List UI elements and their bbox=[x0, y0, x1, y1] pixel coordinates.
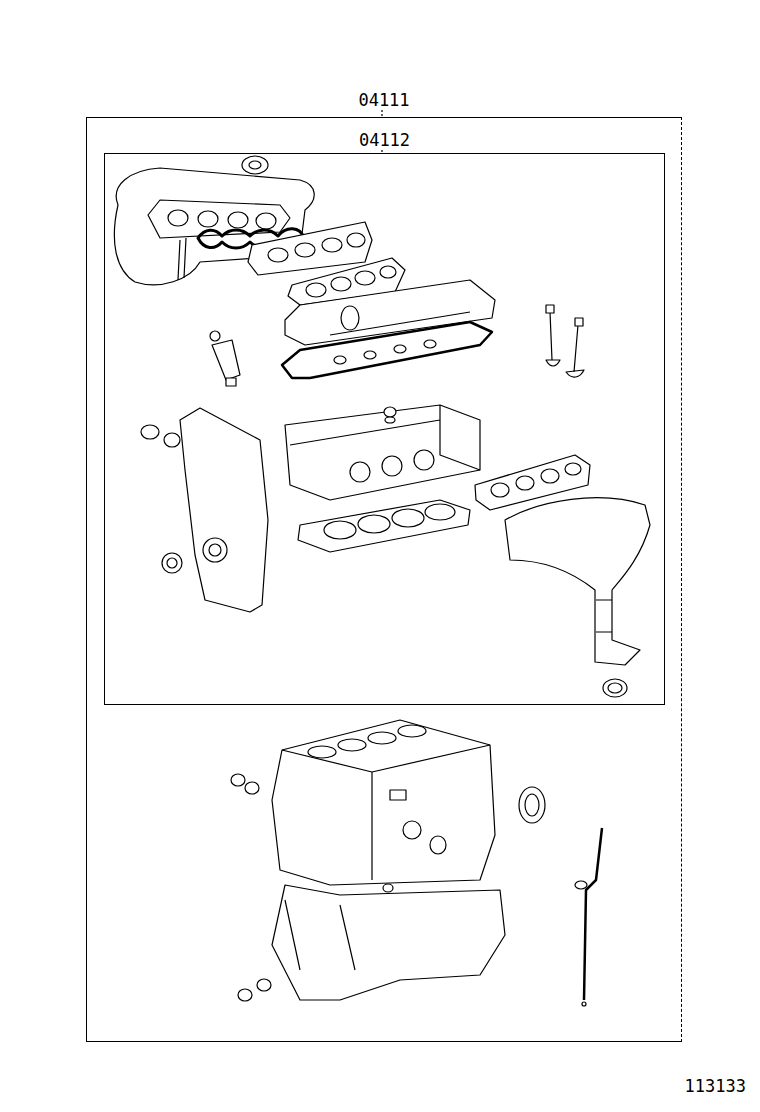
kit-boundary-box: 0411104112 bbox=[86, 117, 682, 1042]
kit-boundary-box: 04112 bbox=[104, 153, 665, 705]
illustration-number: 113133 bbox=[683, 1076, 748, 1096]
part-number: 04111 bbox=[356, 90, 411, 110]
part-number: 04112 bbox=[357, 130, 412, 150]
